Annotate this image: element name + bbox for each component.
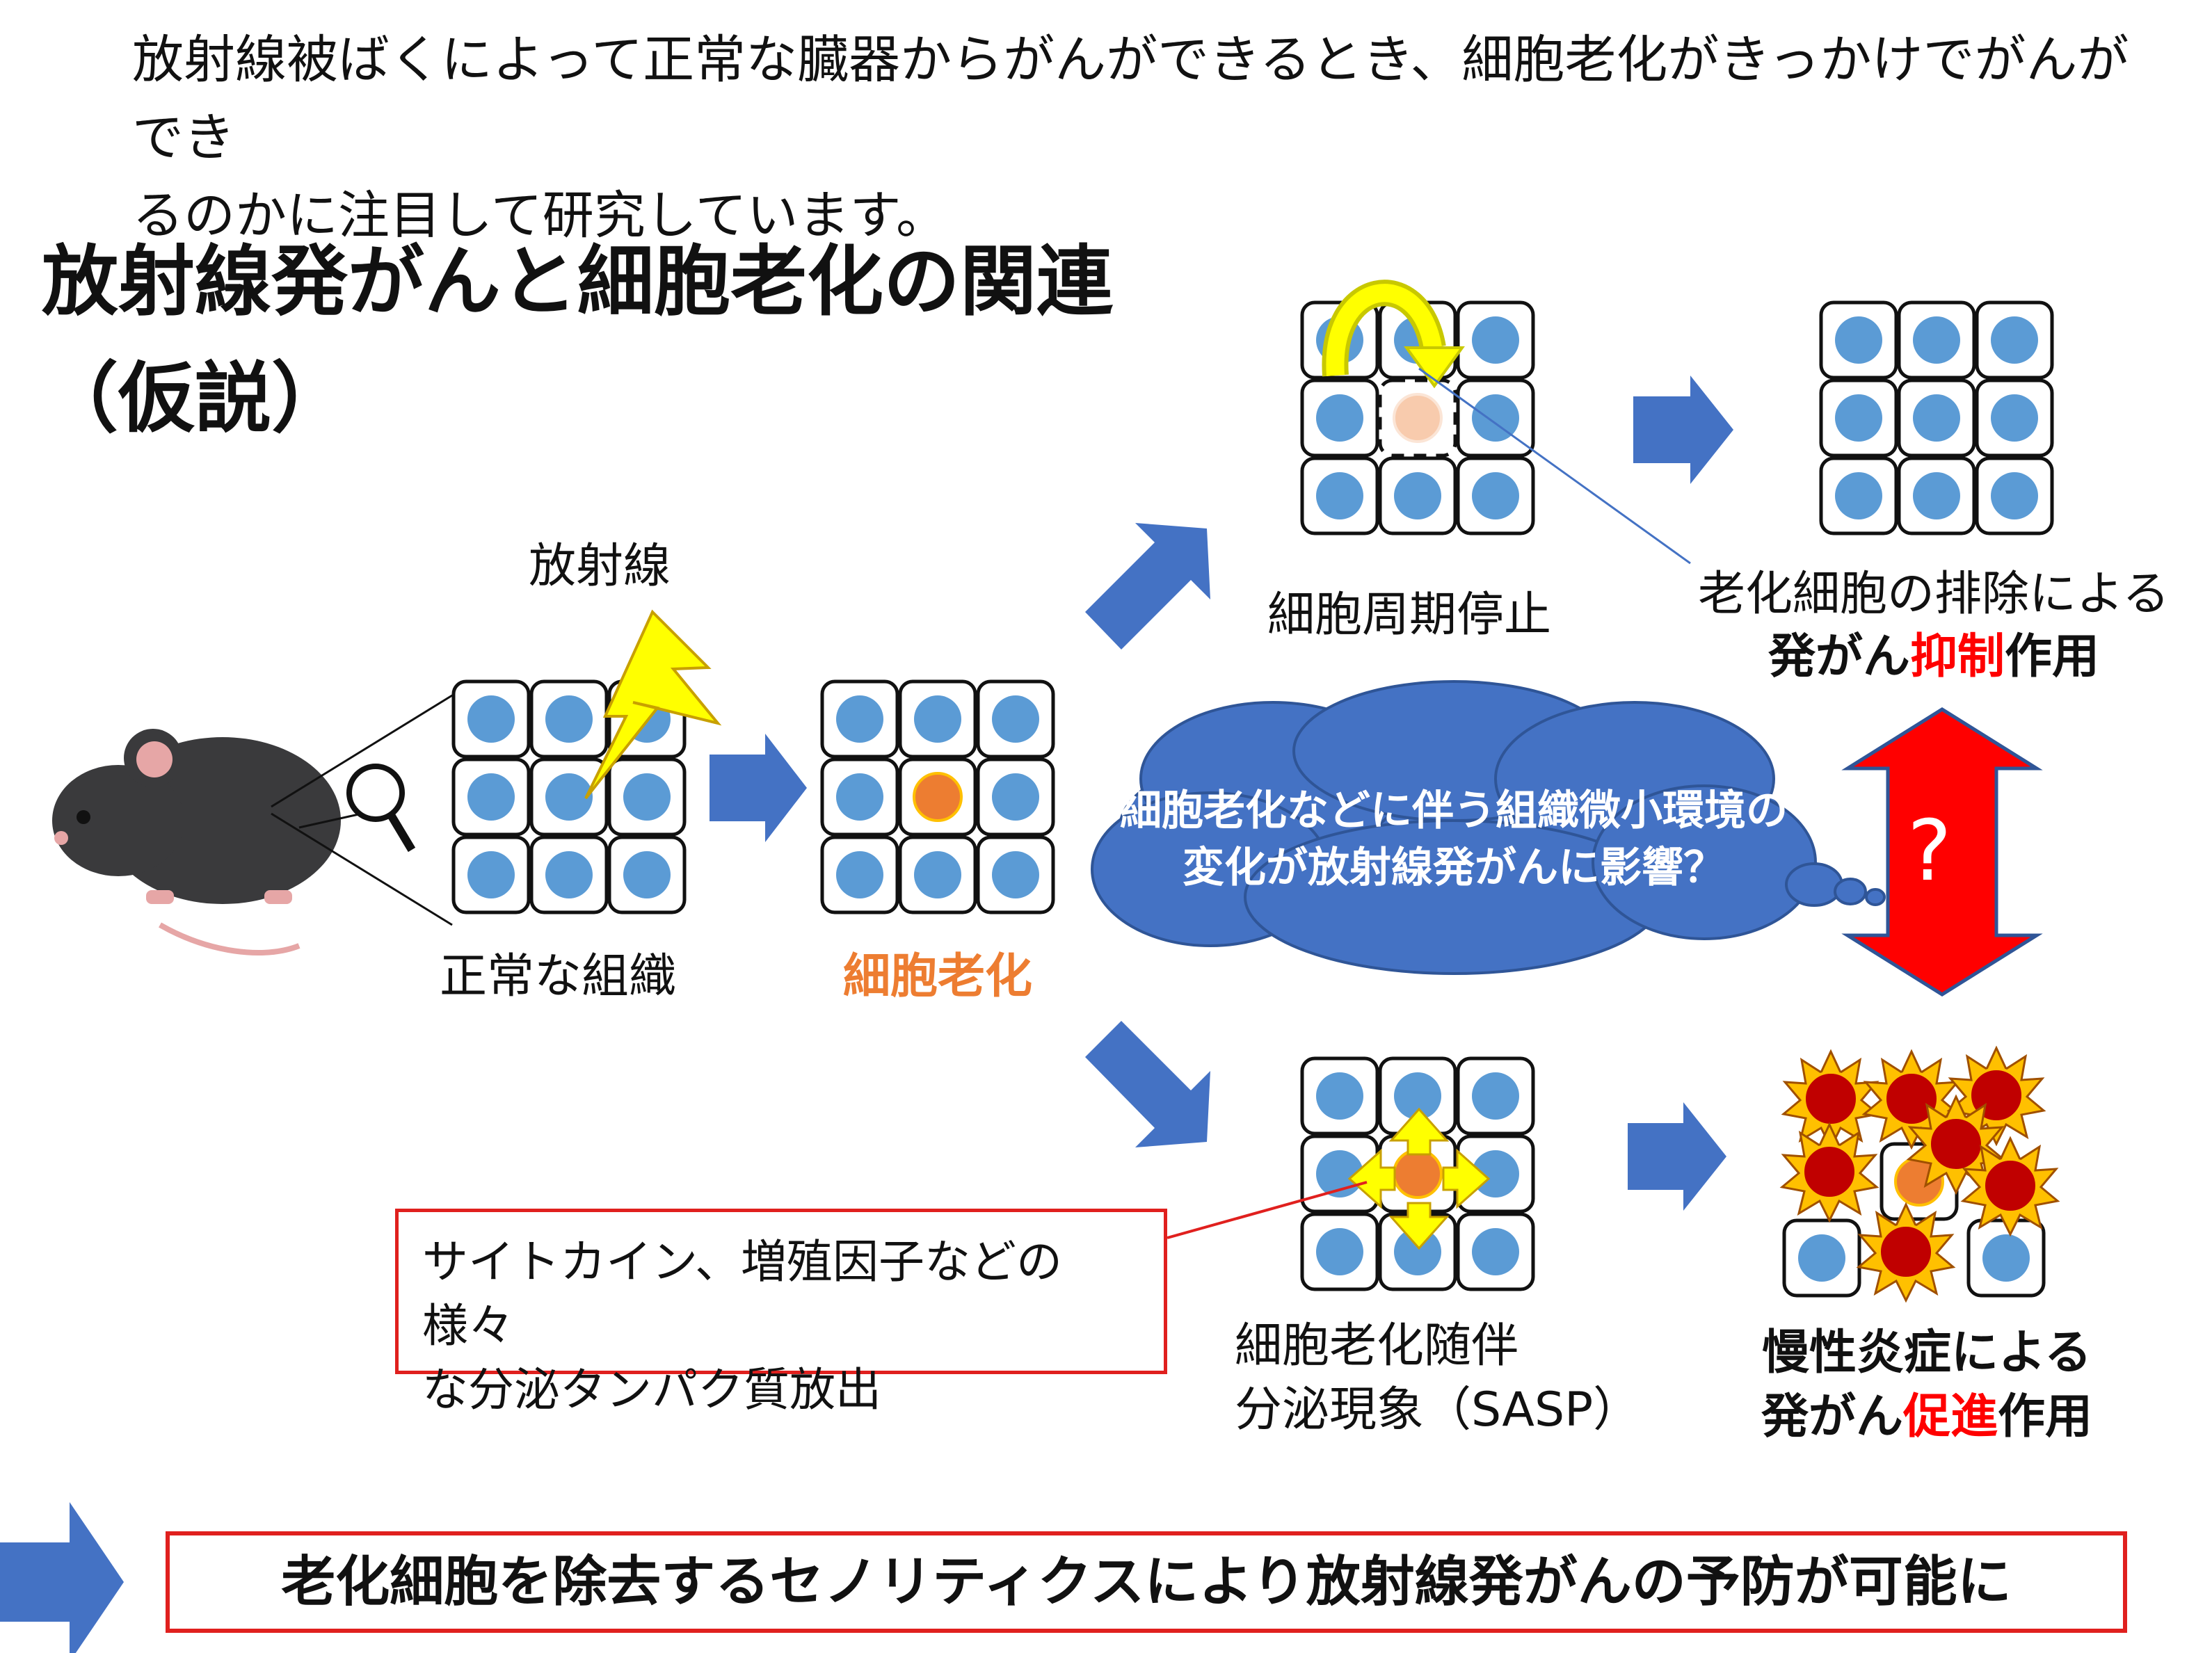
secretion-arrows-icon <box>1347 1107 1491 1250</box>
arrow-up-right-icon <box>1085 523 1210 650</box>
thought-cloud <box>1091 680 1886 975</box>
inflammation-pre: 発がん <box>1761 1389 1903 1444</box>
cell-cycle-arrest-grid <box>1302 303 1533 533</box>
sasp-line-2: 分泌現象（SASP） <box>1235 1382 1641 1437</box>
arrow-right-icon <box>1628 1102 1726 1211</box>
callout-pointer <box>1167 1181 1368 1239</box>
intro-line-1: 放射線被ばくによって正常な臓器からがんができるとき、細胞老化がきっかけでがんがで… <box>132 30 2129 168</box>
conclusion-box: 老化細胞を除去するセノリティクスにより放射線発がんの予防が可能に <box>166 1531 2127 1633</box>
cell-cycle-arrest-label: 細胞周期停止 <box>1267 588 1552 643</box>
cloud-line-2: 変化が放射線発がんに影響？ <box>1183 844 1725 892</box>
inflammation-emph: 促進 <box>1902 1389 1998 1444</box>
intro-line-2: るのかに注目して研究しています。 <box>132 186 948 245</box>
sasp-callout: サイトカイン、増殖因子などの様々 な分泌タンパク質放出 <box>395 1209 1167 1417</box>
arrow-down-right-icon <box>1085 1021 1210 1147</box>
normal-tissue-label: 正常な組織 <box>440 949 677 1004</box>
clearance-label: 老化細胞の排除による 発がん抑制作用 <box>1683 563 2184 688</box>
title-line-2: （仮説） <box>42 354 348 443</box>
mouse-illustration <box>52 729 341 955</box>
cloud-text: 細胞老化などに伴う組織微小環境の 変化が放射線発がんに影響？ <box>1085 782 1822 896</box>
question-mark: ? <box>1907 803 1952 900</box>
callout-line-2: な分泌タンパク質放出 <box>422 1363 881 1417</box>
title-line-1: 放射線発がんと細胞老化の関連 <box>42 237 1113 326</box>
inflammation-label: 慢性炎症による 発がん促進作用 <box>1697 1321 2156 1449</box>
clearance-emph: 抑制 <box>1909 629 2005 684</box>
conclusion-arrow-icon <box>0 1502 124 1653</box>
inflammation-line-1: 慢性炎症による <box>1762 1325 2092 1380</box>
inflammation-line-2: 発がん促進作用 <box>1697 1385 2156 1449</box>
inflammation-post: 作用 <box>1998 1389 2093 1444</box>
double-arrow-icon <box>1841 707 2043 997</box>
sasp-line-1: 細胞老化随伴 <box>1235 1319 1519 1373</box>
page-title: 放射線発がんと細胞老化の関連 （仮説） <box>42 229 1113 451</box>
cloud-line-1: 細胞老化などに伴う組織微小環境の <box>1120 787 1788 835</box>
clearance-line-2: 発がん抑制作用 <box>1683 626 2184 688</box>
senescence-label: 細胞老化 <box>843 949 1033 1004</box>
arrow-right-icon <box>710 734 807 842</box>
clearance-post: 作用 <box>2005 629 2100 684</box>
clearance-pre: 発がん <box>1768 629 1910 684</box>
senescence-grid <box>822 682 1053 912</box>
intro-text: 放射線被ばくによって正常な臓器からがんができるとき、細胞老化がきっかけでがんがで… <box>132 21 2163 255</box>
clearance-line-1: 老化細胞の排除による <box>1698 567 2170 622</box>
radiation-label: 放射線 <box>529 539 671 594</box>
sasp-label: 細胞老化随伴 分泌現象（SASP） <box>1235 1314 1640 1442</box>
tumor-cluster <box>1781 1047 2059 1302</box>
cleared-tissue-grid <box>1821 303 2052 533</box>
magnifier-icon <box>271 694 453 926</box>
pointer-line <box>1418 367 1691 565</box>
callout-line-1: サイトカイン、増殖因子などの様々 <box>422 1235 1063 1353</box>
arrow-right-icon <box>1633 376 1733 484</box>
curved-arrow-icon <box>1322 280 1465 389</box>
lightning-bolt-icon <box>584 609 722 800</box>
sasp-grid <box>1302 1058 1533 1289</box>
